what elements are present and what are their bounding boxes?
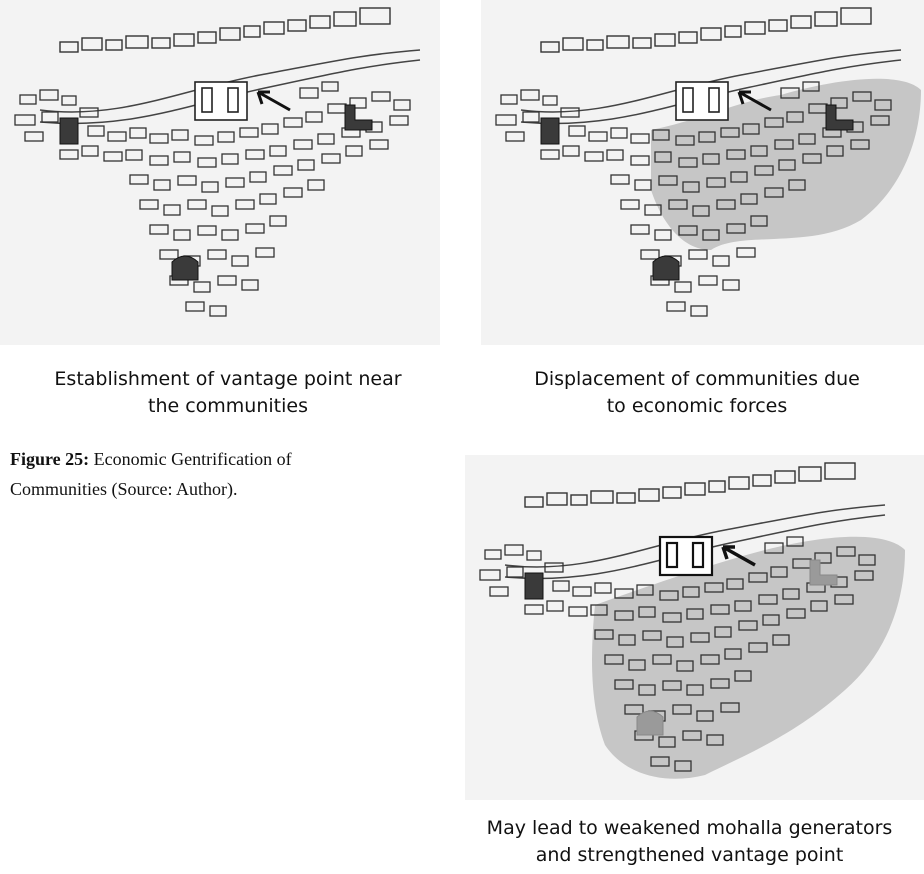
panel-caption-2-line-2: to economic forces: [606, 395, 788, 417]
panel-caption-1-line-2: the communities: [148, 395, 308, 417]
vantage-point: [675, 81, 729, 121]
mohalla-generators: [59, 104, 373, 281]
map-panel-weakened-generators: [465, 455, 924, 800]
panel-caption-1: Establishment of vantage point near the …: [0, 366, 456, 420]
settlement-buildings: [495, 81, 892, 317]
panel-caption-3: May lead to weakened mohalla generators …: [455, 815, 924, 869]
arrow-icon: [256, 90, 291, 112]
ridge-buildings: [540, 7, 872, 53]
vantage-point: [194, 81, 248, 121]
river-bank: [520, 49, 902, 125]
map-panel-displacement: [481, 0, 924, 345]
river-bank: [39, 49, 421, 125]
vantage-point: [658, 535, 714, 577]
panel-caption-2-line-1: Displacement of communities due: [534, 368, 860, 390]
figure-caption: Figure 25: Economic Gentrification of Co…: [10, 444, 340, 504]
figure-caption-text: Economic Gentrification of Communities (…: [10, 449, 292, 499]
displacement-shade: [592, 536, 905, 779]
mohalla-generators: [524, 559, 838, 736]
panel-caption-3-line-1: May lead to weakened mohalla generators: [486, 817, 893, 839]
arrow-icon: [737, 90, 772, 112]
settlement-map-3: [479, 462, 905, 779]
panel-caption-3-line-2: and strengthened vantage point: [535, 844, 844, 866]
ridge-buildings: [524, 462, 856, 508]
panel-caption-2: Displacement of communities due to econo…: [470, 366, 924, 420]
settlement-buildings: [479, 536, 876, 772]
map-panel-vantage-point: [0, 0, 440, 345]
mohalla-generators: [540, 104, 854, 281]
ridge-buildings: [59, 7, 391, 53]
settlement-map-1: [14, 7, 421, 317]
settlement-map-2: [495, 7, 921, 317]
river-bank: [504, 504, 886, 580]
figure-label: Figure 25:: [10, 449, 90, 469]
arrow-icon: [721, 545, 756, 567]
settlement-buildings: [14, 81, 411, 317]
panel-caption-1-line-1: Establishment of vantage point near: [54, 368, 402, 390]
